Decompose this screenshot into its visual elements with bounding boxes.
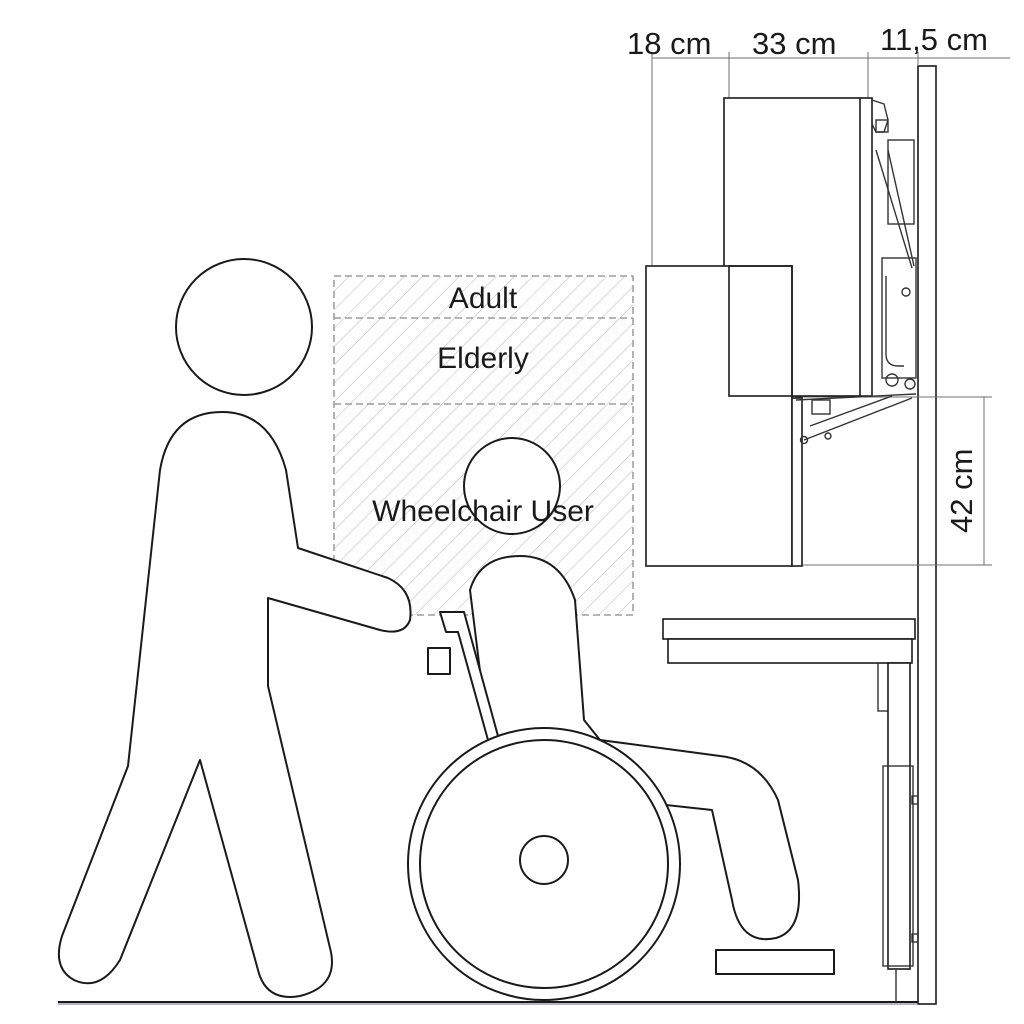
cabinet-overlap [728, 265, 793, 397]
lift-arm-upper [875, 149, 915, 269]
cabinet-lowered-side [791, 397, 803, 567]
wheelchair-handle-grip [427, 647, 451, 675]
cabinet-lowered-body [645, 265, 793, 567]
mechanism-top-bracket [871, 99, 889, 133]
zone-label-wheelchair: Wheelchair User [372, 495, 594, 528]
arm-pivot [799, 435, 809, 445]
arm-bracket [811, 399, 831, 415]
reach-zone [333, 275, 634, 616]
dimension-depth-front: 18 cm [627, 26, 712, 61]
person-head [175, 258, 313, 396]
wall [917, 65, 937, 1005]
lift-arm-a [795, 393, 917, 401]
person-body [58, 411, 412, 998]
arm-joint [824, 432, 832, 440]
pivot-lower-1 [885, 373, 899, 387]
dimension-depth-cabinet: 33 cm [752, 26, 837, 61]
lift-column [887, 662, 911, 970]
lift-column-clip-1 [911, 795, 919, 805]
zone-label-elderly: Elderly [437, 342, 529, 375]
wall-cabinet-lowered [645, 265, 917, 567]
worktop-lift [662, 618, 919, 1002]
pivot-lower-2 [904, 378, 916, 390]
lift-arm-c [809, 395, 893, 427]
zone-label-adult: Adult [448, 282, 518, 315]
lift-column-sleeve [882, 765, 914, 967]
reach-zone-hatch [334, 276, 633, 615]
lift-mechanism-frame [881, 257, 917, 379]
lift-handle [885, 276, 904, 367]
wheelchair-user-head [463, 437, 561, 535]
lift-column-clip-2 [911, 933, 919, 943]
wheelchair-wheel-hub [519, 835, 569, 885]
lift-arm-b [803, 397, 913, 441]
mechanism-hinge-top [875, 119, 889, 133]
lift-motor-housing [887, 139, 915, 225]
wheelchair-user-figure [407, 437, 835, 1001]
worktop-top [662, 618, 916, 640]
dimension-wall-clearance: 11,5 cm [880, 22, 988, 57]
worktop-apron [667, 638, 913, 664]
wheelchair-footrest [715, 949, 835, 975]
wall-and-floor [58, 65, 937, 1005]
dimension-lift-height: 42 cm [944, 448, 979, 533]
dimension-lines [651, 52, 1010, 566]
pivot-upper [901, 287, 911, 297]
walking-person-figure [58, 258, 412, 998]
